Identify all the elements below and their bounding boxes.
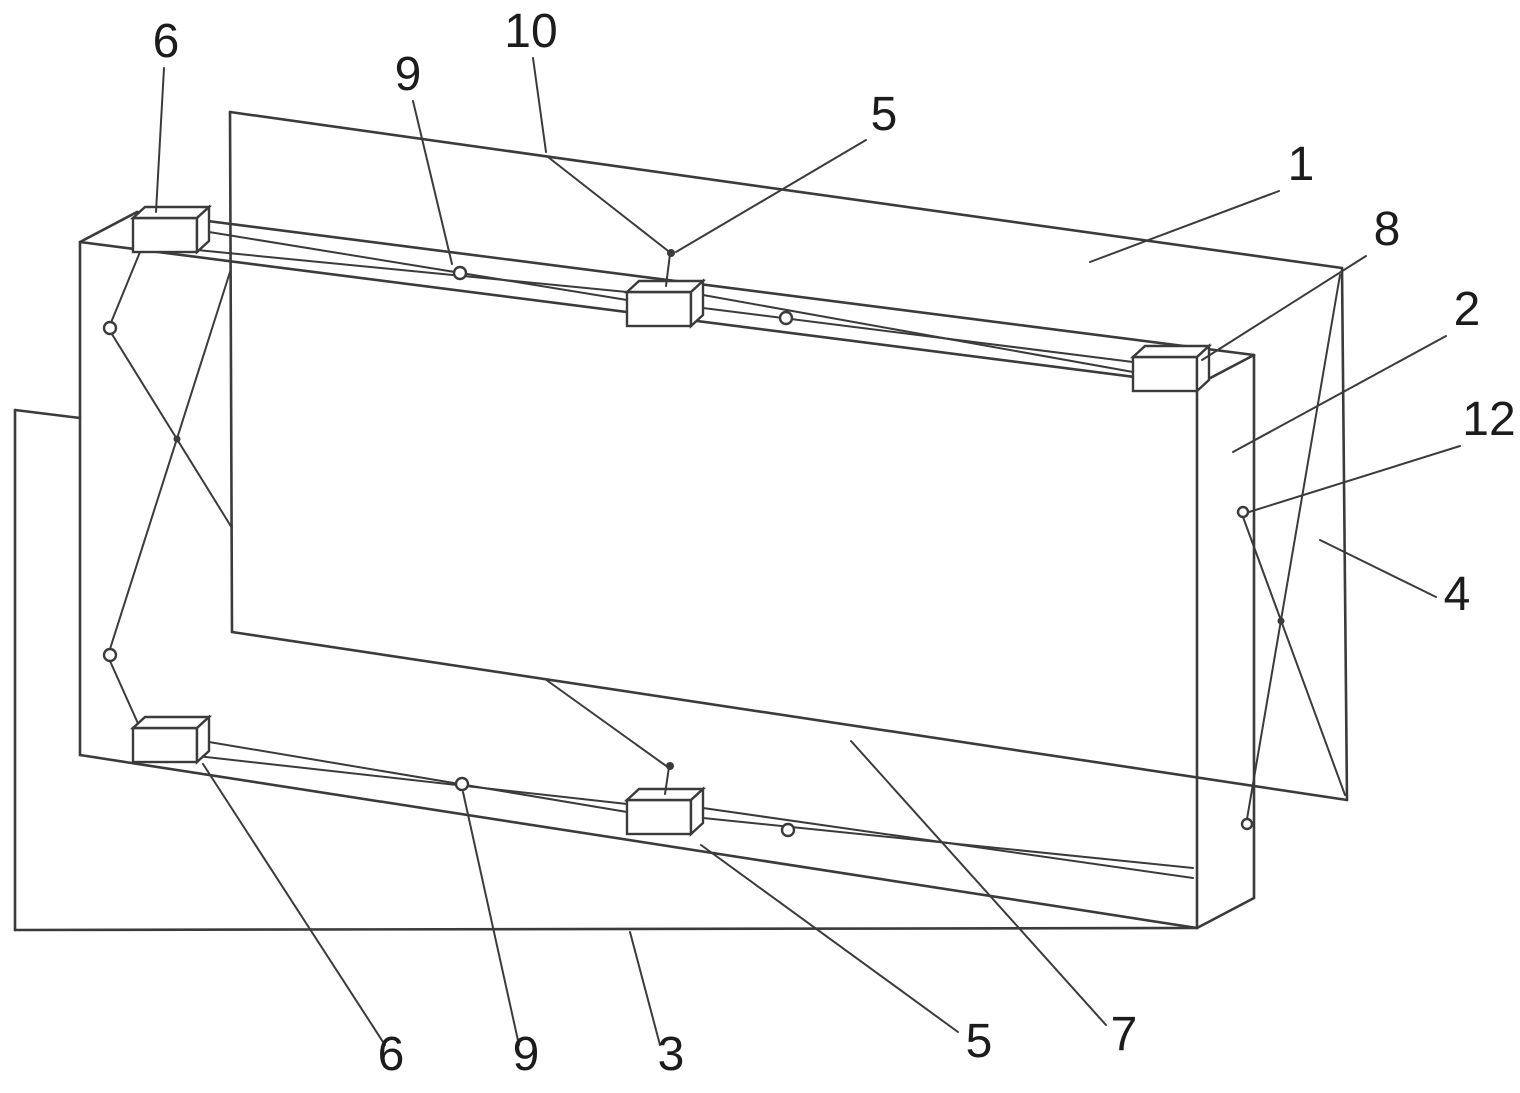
left-rope-cross-down [109,330,233,529]
right-rope-cross-up [1246,274,1341,820]
bottom-rope-left-b [196,755,628,805]
block-6-bottom-side-face [195,714,211,765]
ref-label-12: 12 [1462,393,1515,446]
leader-10 [532,57,547,153]
eyelet-right-upper [1236,505,1250,519]
bottom-rope-left-a [208,741,628,813]
block-8 [1129,343,1213,394]
block-6-top-front-face [131,216,199,254]
block-5-bottom-pin-dot [666,762,674,770]
right-ropes [1242,274,1346,820]
left-rope-cross-up [109,271,231,650]
ref-label-3: 3 [658,1028,685,1081]
top-rope-left-b [196,249,628,293]
eyelet-top-right [778,310,794,326]
reference-labels: 6 10 9 5 1 8 2 12 4 6 9 3 5 7 [153,5,1516,1081]
top-rope-left-a [208,231,628,301]
back-plate-left-edge [228,110,234,634]
bottom-anchor-rope [544,678,670,769]
eyelet-right-lower [1240,817,1254,831]
ref-label-9-top: 9 [395,48,422,101]
eyelet-bottom-left [454,776,470,792]
ref-label-6-top: 6 [153,15,180,68]
eyelet-top-left [452,265,468,281]
back-plate-bottom-edge [230,630,1349,802]
block-5-bottom [623,786,707,837]
left-ropes [109,251,233,729]
block-6-top-side-face [195,204,211,255]
ref-label-5-bottom: 5 [966,1015,993,1068]
leader-6-top [155,67,165,213]
leader-1 [1089,190,1280,263]
tensioner-blocks [129,204,1213,837]
leader-12 [1248,445,1461,513]
frame-top-left-depth-edge [78,210,139,244]
top-rope-right-a [702,294,1134,373]
leader-lines [155,57,1461,1046]
ref-label-7: 7 [1111,1008,1138,1061]
block-6-top [129,204,213,255]
left-rope-crossing-dot [173,435,181,443]
right-rope-crossing-dot [1277,617,1285,625]
bottom-ropes [196,678,1194,879]
back-plate [228,110,1349,802]
leader-5-top [675,139,867,253]
block-5-bottom-front-face [625,798,693,836]
ref-label-6-bottom: 6 [378,1028,405,1081]
block-5-bottom-side-face [689,786,705,837]
top-anchor-rope [547,156,673,255]
block-5-top-side-face [689,278,705,329]
block-6-bottom-front-face [131,726,199,764]
leader-6-bottom [202,763,386,1046]
eyelet-left-lower [102,647,118,663]
leader-2 [1232,335,1447,453]
leader-7 [850,740,1107,1026]
block-5-top-pin [665,253,671,287]
leader-3 [629,931,661,1046]
right-rope-cross-down [1242,516,1346,796]
back-plate-right-edge [1340,266,1349,802]
ref-label-9-bottom: 9 [513,1028,540,1081]
back-plate-top-edge [228,110,1344,270]
front-plate [13,408,1199,932]
block-5-bottom-pin [664,766,670,795]
front-plate-top-edge [13,408,82,420]
ref-label-5-top: 5 [871,88,898,141]
block-8-front-face [1131,355,1199,393]
leader-9-bottom [462,791,520,1046]
frame-front-bottom-edge [78,753,1199,930]
rope-eyelets [102,265,1254,838]
ref-label-8: 8 [1374,203,1401,256]
ref-label-10: 10 [504,5,557,58]
top-rope-right-b [702,307,1134,363]
bottom-rope-right-b [702,817,1194,869]
block-pins [664,249,675,795]
frame-bottom-right-depth-edge [1195,896,1256,930]
left-rope-lower [109,660,141,729]
ref-label-4: 4 [1444,568,1471,621]
front-plate-bottom-edge [13,926,1199,932]
leader-4 [1319,539,1437,598]
ref-label-2: 2 [1454,283,1481,336]
left-rope-upper [109,251,141,326]
block-5-top [623,278,707,329]
block-6-bottom [129,714,213,765]
top-ropes [196,156,1134,373]
block-5-top-pin-dot [667,249,675,257]
ref-label-1: 1 [1288,138,1315,191]
eyelet-left-upper [102,320,118,336]
leader-9-top [412,100,453,265]
leader-5-bottom [700,844,959,1033]
eyelet-bottom-right [780,822,796,838]
block-5-top-front-face [625,290,693,328]
leader-8 [1201,255,1367,361]
